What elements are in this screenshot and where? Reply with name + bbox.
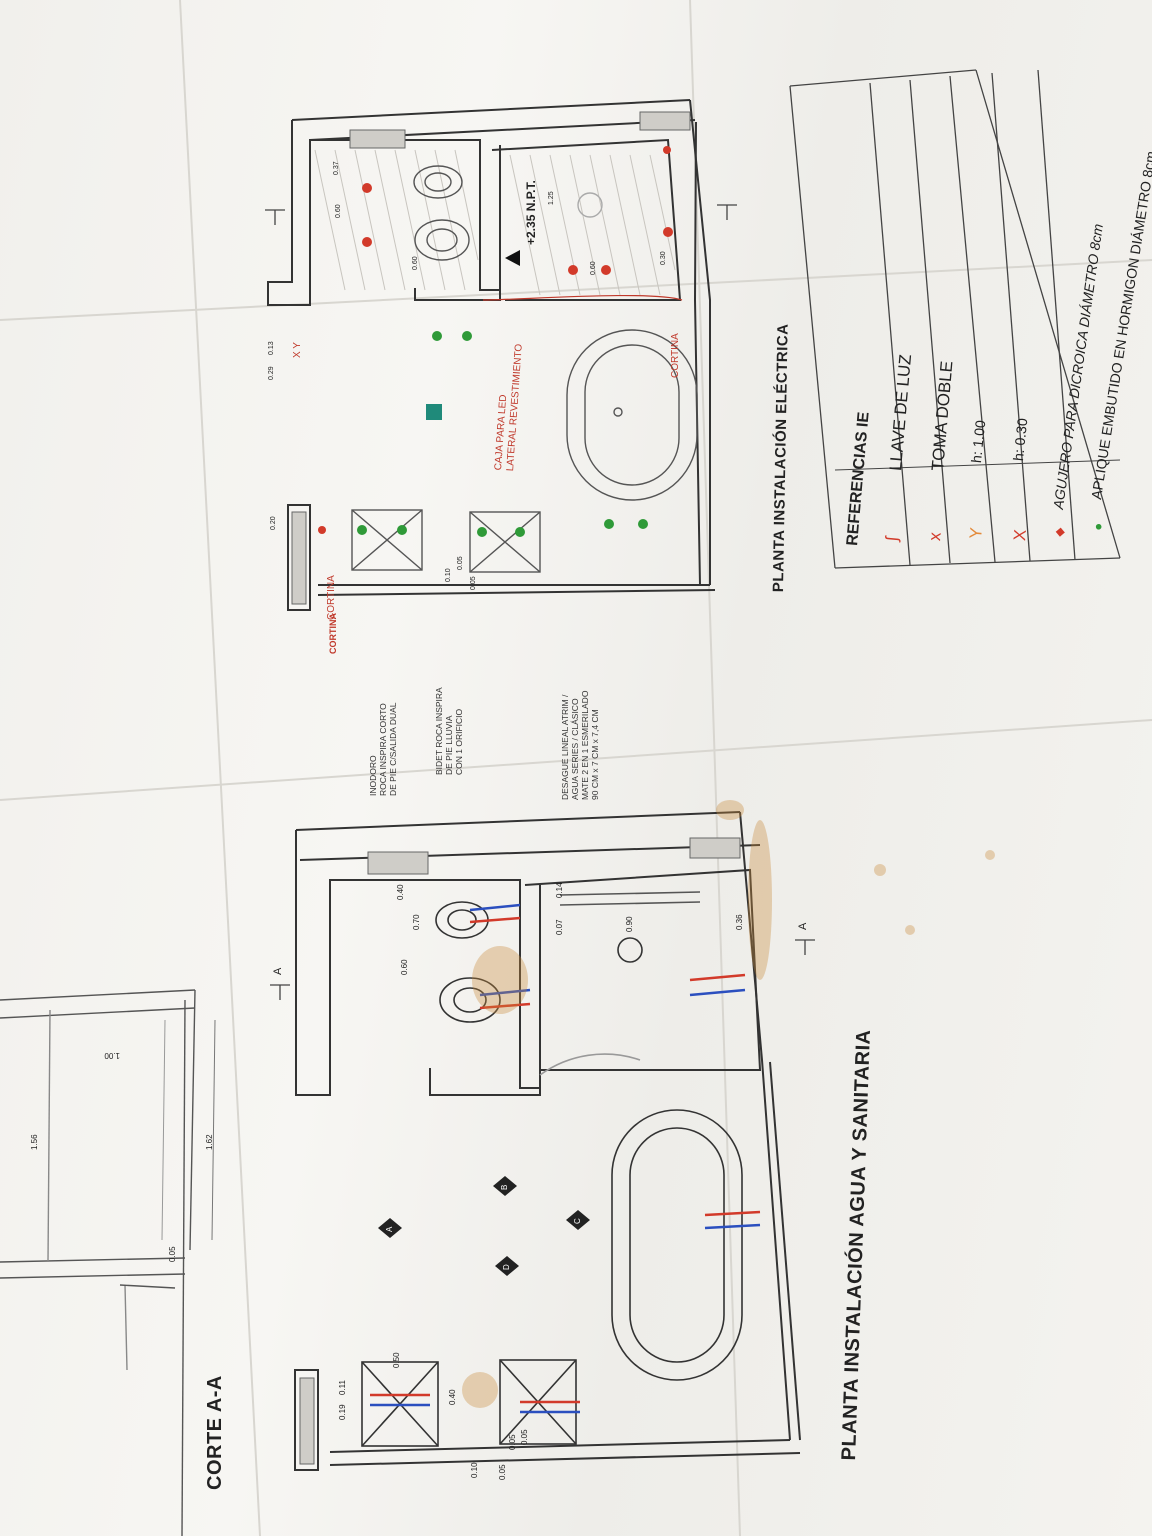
elec-dim-4: 0.29 (268, 366, 275, 380)
corte-dim-1: 1.00 (104, 1051, 120, 1060)
water-dim-2: 0.70 (412, 914, 421, 930)
elec-plan-walls (267, 99, 716, 611)
elec-section-arrows (265, 204, 737, 225)
elec-dim-10: 0.60 (412, 256, 419, 270)
elec-plan-hatches (291, 111, 691, 605)
elec-green-marks (357, 331, 648, 537)
view-marker-shapes (378, 1176, 590, 1276)
view-marker-d: D (502, 1264, 511, 1270)
water-dim-15: 0.05 (520, 1429, 529, 1445)
corte-title: CORTE A-A (204, 1375, 226, 1490)
legend-symbol-6: ● (1090, 522, 1106, 532)
legend-symbol-5: ◆ (1052, 526, 1067, 538)
water-dim-7: 0.36 (735, 914, 744, 930)
water-section-arrows (270, 939, 815, 1000)
water-plan-pipes (370, 903, 761, 1414)
elec-dim-2: 0.60 (335, 204, 342, 218)
elec-dim-9: 1.25 (548, 191, 555, 205)
elec-dim-6: 0.10 (445, 568, 452, 582)
legend-symbol-2: x (925, 531, 945, 542)
bidet-note: BIDET ROCA INSPIRA DE PIE LLUVIA CON 1 O… (434, 687, 464, 775)
water-dim-9: 0.40 (448, 1389, 457, 1405)
legend-symbol-3: Y (966, 526, 986, 540)
elec-dim-7: 0.05 (457, 556, 464, 570)
corte-dim-4: 0.05 (168, 1246, 177, 1262)
water-dim-3: 0.60 (400, 959, 409, 975)
elec-dim-5: 0.20 (270, 516, 277, 530)
elec-plan-tile-pattern (314, 149, 676, 296)
switch-label: X Y (292, 342, 303, 358)
elec-red-marks (318, 146, 673, 534)
paper-stains (462, 800, 995, 1408)
water-plan-walls (294, 811, 801, 1471)
elec-dim-12: 0.30 (660, 251, 667, 265)
inodoro-note: INODORO ROCA INSPIRA CORTO DE PIE C/SALI… (368, 702, 398, 796)
legend-table-lines (789, 69, 1121, 569)
elec-dim-1: 0.37 (333, 161, 340, 175)
water-dim-10: 0.19 (338, 1404, 347, 1420)
desague-note: DESAGUE LINEAL ATRIM / AGUA SERIES / CLÁ… (560, 690, 600, 800)
view-marker-a: A (385, 1226, 394, 1232)
water-dim-6: 0.07 (555, 919, 564, 935)
elec-dim-3: 0.13 (268, 341, 275, 355)
water-dim-8: 0.50 (392, 1352, 401, 1368)
level-label: +2.35 N.P.T. (524, 180, 538, 245)
view-marker-b: B (500, 1184, 509, 1190)
water-dim-14: 0.05 (508, 1434, 517, 1450)
cortina-label-3: CORTINA (328, 613, 338, 654)
view-marker-c: C (573, 1218, 582, 1224)
cortina-label-1: CORTINA (670, 333, 681, 378)
water-dim-4: 0.90 (625, 916, 634, 932)
water-dim-1: 0.40 (396, 884, 405, 900)
elec-dim-8: 0.05 (470, 576, 477, 590)
water-section-mark-1: A (272, 967, 284, 975)
water-dim-5: 0.14 (555, 882, 564, 898)
water-plan-fixtures (361, 891, 743, 1447)
legend-symbol-4: X (1010, 528, 1030, 542)
corte-dim-3: 1.62 (205, 1134, 214, 1150)
elec-dim-11: 0.60 (590, 261, 597, 275)
corte-section-drawing (0, 989, 216, 1536)
level-triangle (505, 250, 520, 266)
water-dim-13: 0.05 (498, 1464, 507, 1480)
water-section-mark-2: A (797, 922, 809, 930)
water-dim-11: 0.11 (338, 1380, 347, 1395)
elec-plan-fixtures (351, 165, 698, 573)
water-plan-hatches (299, 837, 741, 1465)
water-dim-12: 0.10 (470, 1462, 479, 1478)
led-box-square (426, 404, 442, 420)
corte-dim-2: 1.56 (30, 1134, 39, 1150)
